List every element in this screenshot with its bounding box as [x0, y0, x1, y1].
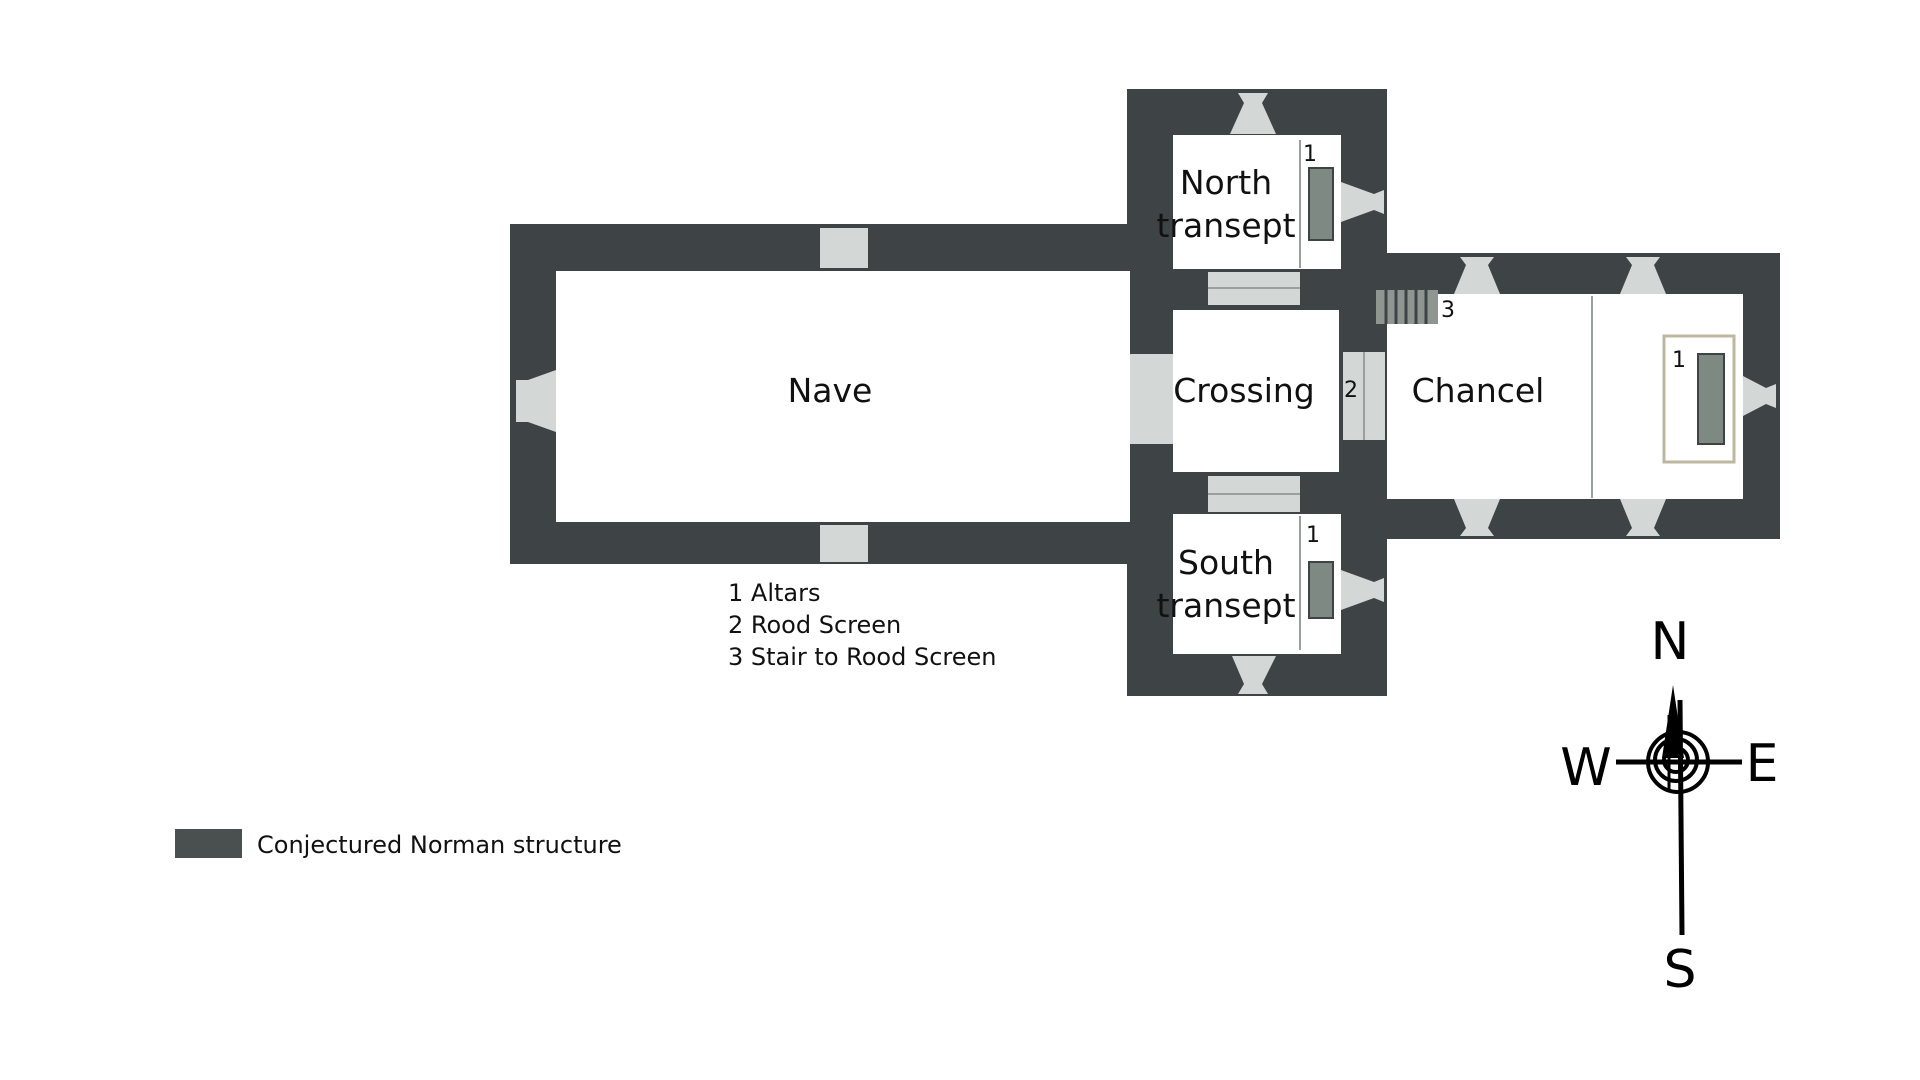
north-transept-east-window — [1341, 182, 1384, 222]
altar-chancel-marker: 1 — [1672, 348, 1686, 373]
south-transept-label-line2: transept — [1156, 586, 1295, 625]
chancel-south-window-1 — [1454, 499, 1500, 536]
altar-north-marker: 1 — [1303, 142, 1317, 167]
rood-stair-marker: 3 — [1441, 298, 1455, 323]
compass-east: E — [1746, 734, 1779, 794]
altar-south — [1308, 561, 1334, 619]
legend-item-rood-stair: 3 Stair to Rood Screen — [728, 643, 996, 671]
chancel-south-window-2 — [1620, 499, 1666, 536]
north-transept-top-window — [1230, 93, 1276, 134]
structure-key: Conjectured Norman structure — [175, 829, 622, 859]
altar-north — [1308, 167, 1334, 241]
north-transept-label-line1: North — [1180, 163, 1272, 202]
chancel-east-window — [1743, 376, 1776, 416]
compass-north: N — [1651, 612, 1690, 672]
south-transept-label-line1: South — [1178, 543, 1274, 582]
compass-outer-ring — [1646, 730, 1710, 794]
west-window — [516, 370, 556, 432]
north-transept-label-line2: transept — [1156, 206, 1295, 245]
altar-chancel — [1697, 353, 1725, 445]
nave-crossing-arch — [1130, 354, 1173, 444]
crossing-label: Crossing — [1173, 371, 1315, 410]
legend-item-rood-screen: 2 Rood Screen — [728, 611, 901, 639]
room-interiors — [556, 135, 1743, 654]
nave-interior — [556, 271, 1130, 522]
rood-screen-marker: 2 — [1344, 378, 1358, 403]
key-label: Conjectured Norman structure — [257, 831, 622, 859]
compass-inner-ring — [1662, 746, 1690, 774]
chancel-interior — [1387, 294, 1743, 499]
compass-west: W — [1560, 738, 1611, 798]
south-transept-bottom-window — [1232, 656, 1276, 694]
chancel-north-window-2 — [1620, 257, 1666, 294]
numbered-legend: 1 Altars 2 Rood Screen 3 Stair to Rood S… — [728, 579, 996, 671]
south-transept-east-window — [1341, 570, 1384, 610]
legend-item-altars: 1 Altars — [728, 579, 820, 607]
compass-south: S — [1663, 940, 1696, 1000]
nave-south-window — [820, 525, 868, 562]
altars — [1308, 167, 1736, 619]
altar-south-marker: 1 — [1306, 523, 1320, 548]
windows — [516, 93, 1776, 694]
arch-lines — [1208, 140, 1593, 650]
nave-north-window — [820, 228, 868, 268]
key-swatch — [175, 829, 242, 858]
crossing-interior — [1173, 310, 1339, 472]
chancel-label: Chancel — [1412, 371, 1545, 410]
rood-stair — [1376, 290, 1438, 324]
compass-rose: N S E W — [1560, 612, 1778, 1000]
nave-label: Nave — [788, 371, 873, 410]
altar-chancel-step — [1662, 334, 1736, 464]
chancel-north-window-1 — [1454, 257, 1500, 294]
compass-mid-ring — [1653, 737, 1699, 783]
